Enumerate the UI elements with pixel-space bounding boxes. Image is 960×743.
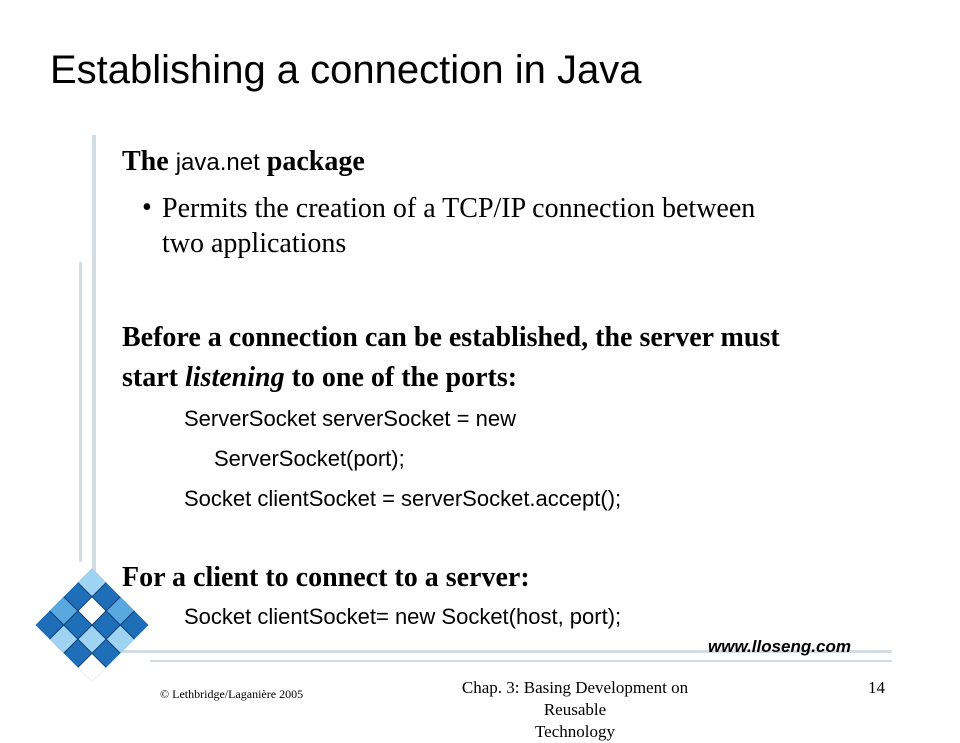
page-number: 14 bbox=[868, 678, 885, 697]
bullet-text-line1: Permits the creation of a TCP/IP connect… bbox=[162, 193, 756, 224]
server-listen-line2: start listening to one of the ports: bbox=[122, 362, 517, 394]
slide-title: Establishing a connection in Java bbox=[50, 48, 642, 92]
package-name: java.net bbox=[175, 149, 260, 176]
bottom-rule-1 bbox=[120, 650, 892, 653]
website-link[interactable]: www.lloseng.com bbox=[708, 637, 851, 656]
footer-chapter-line1: Chap. 3: Basing Development on Reusable bbox=[461, 678, 689, 719]
bullet-text-line2: two applications bbox=[162, 228, 347, 259]
listen-text-pre: start bbox=[122, 362, 185, 393]
code-line-1: ServerSocket serverSocket = new bbox=[184, 406, 516, 431]
server-listen-line1: Before a connection can be established, … bbox=[122, 322, 780, 353]
footer-chapter: Chap. 3: Basing Development on Reusable … bbox=[440, 677, 710, 743]
mosaic-logo bbox=[35, 568, 149, 682]
left-rule-inner bbox=[92, 135, 96, 640]
bottom-rule-2 bbox=[150, 660, 892, 662]
listen-emphasis: listening bbox=[184, 362, 285, 393]
client-connect-heading: For a client to connect to a server: bbox=[122, 562, 530, 593]
left-rule-outer bbox=[79, 262, 82, 562]
code-line-4: Socket clientSocket= new Socket(host, po… bbox=[184, 604, 622, 629]
bullet-dot: • bbox=[142, 192, 152, 223]
section1-heading: The java.net package bbox=[122, 146, 365, 178]
listen-text-post: to one of the ports: bbox=[284, 362, 518, 393]
code-line-2: ServerSocket(port); bbox=[214, 446, 405, 471]
footer-copyright: © Lethbridge/Laganière 2005 bbox=[160, 687, 304, 701]
code-line-3: Socket clientSocket = serverSocket.accep… bbox=[184, 486, 622, 511]
footer-chapter-line2: Technology bbox=[534, 722, 615, 741]
heading-text-pre: The bbox=[122, 146, 176, 177]
heading-text-post: package bbox=[259, 146, 365, 177]
